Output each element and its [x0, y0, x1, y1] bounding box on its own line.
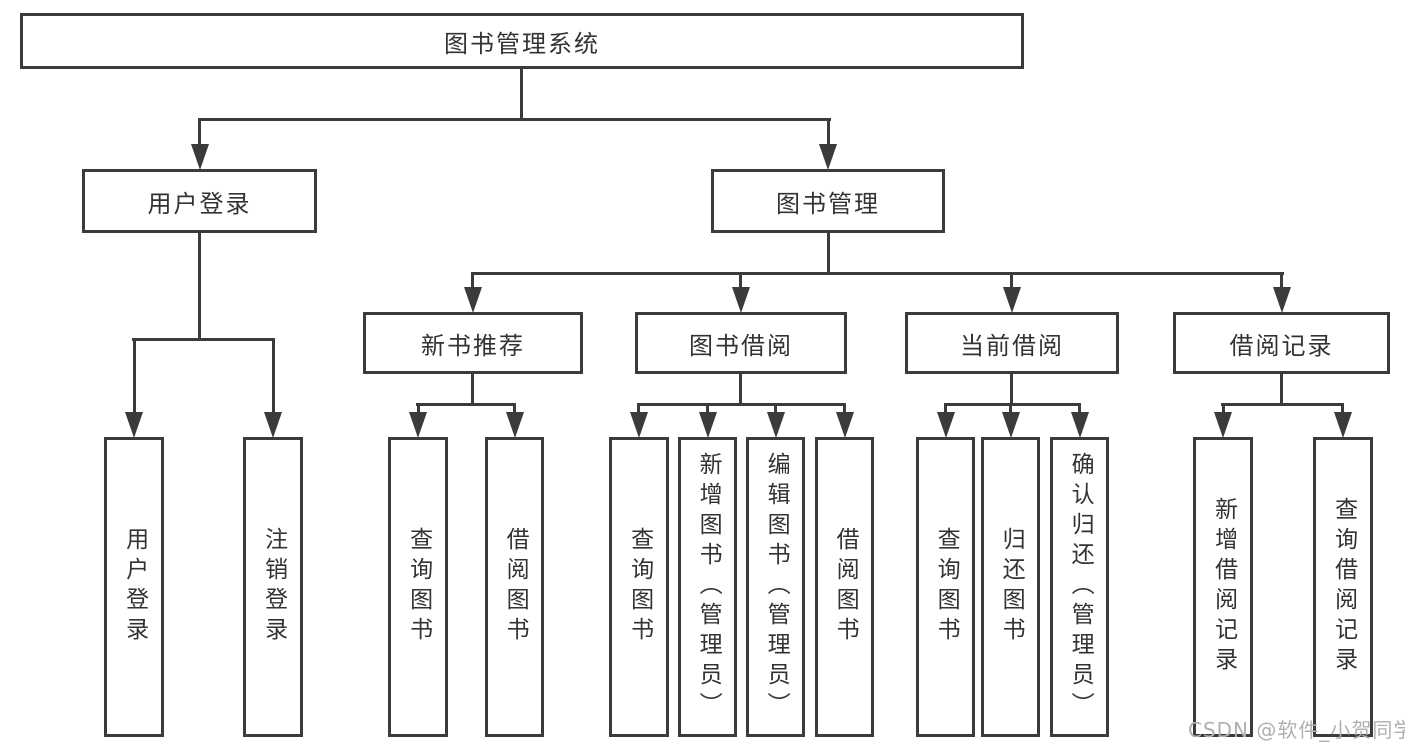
arrow-down-icon	[125, 412, 143, 438]
arrow-down-icon	[835, 412, 854, 438]
node-label: 查询图书	[933, 527, 960, 647]
arrow-down-icon	[1002, 287, 1021, 313]
node-label: 确认归还（管理员）	[1067, 452, 1094, 722]
arrow-down-icon	[1070, 412, 1089, 438]
connector-line	[637, 403, 846, 406]
node-cb-query-books: 查询图书	[916, 437, 975, 737]
connector-line	[706, 405, 709, 413]
node-borrowing-records: 借阅记录	[1173, 312, 1390, 374]
connector-line	[198, 120, 201, 144]
node-bb-edit-books-admin: 编辑图书（管理员）	[746, 437, 805, 737]
node-bb-query-books: 查询图书	[609, 437, 669, 737]
node-label: 注销登录	[260, 527, 287, 647]
connector-line	[944, 405, 947, 413]
node-system-root: 图书管理系统	[20, 13, 1024, 69]
connector-line	[1221, 403, 1344, 406]
connector-line	[1009, 405, 1012, 413]
node-label: 用户登录	[121, 527, 148, 647]
connector-line	[739, 274, 742, 287]
node-label: 当前借阅	[960, 331, 1064, 360]
watermark: CSDN @软件_小贺同学	[1188, 718, 1405, 742]
arrow-down-icon	[766, 412, 785, 438]
arrow-down-icon	[1334, 412, 1352, 438]
connector-line	[1010, 274, 1013, 287]
node-cb-return-books: 归还图书	[981, 437, 1040, 737]
connector-line	[471, 372, 474, 405]
node-logout: 注销登录	[243, 437, 303, 737]
arrow-down-icon	[698, 412, 717, 438]
connector-line	[774, 405, 777, 413]
node-label: 查询图书	[626, 527, 653, 647]
node-book-borrowing: 图书借阅	[635, 312, 847, 374]
node-label: 图书管理	[776, 189, 880, 218]
node-label: 用户登录	[147, 189, 252, 218]
node-label: 新书推荐	[421, 331, 525, 360]
connector-line	[471, 274, 474, 287]
arrow-down-icon	[819, 144, 837, 170]
connector-line	[133, 340, 136, 412]
connector-line	[198, 231, 201, 340]
arrow-down-icon	[264, 412, 282, 438]
node-label: 归还图书	[998, 527, 1025, 647]
arrow-down-icon	[630, 412, 648, 438]
connector-line	[1078, 405, 1081, 413]
arrow-down-icon	[731, 287, 750, 313]
node-cb-confirm-return-admin: 确认归还（管理员）	[1050, 437, 1109, 737]
connector-line	[272, 340, 275, 412]
node-label: 图书管理系统	[444, 29, 600, 58]
arrow-down-icon	[936, 412, 955, 438]
connector-line	[471, 272, 1284, 275]
node-nbr-query-books: 查询图书	[388, 437, 448, 737]
node-label: 借阅记录	[1229, 331, 1334, 360]
connector-line	[843, 405, 846, 413]
node-label: 新增图书（管理员）	[695, 452, 722, 722]
node-nbr-borrow-books: 借阅图书	[485, 437, 544, 737]
node-user-login-branch: 用户登录	[82, 169, 317, 233]
connector-line	[827, 231, 830, 274]
connector-line	[1280, 372, 1283, 405]
connector-line	[944, 403, 1081, 406]
connector-line	[637, 405, 640, 413]
node-bb-borrow-books: 借阅图书	[815, 437, 874, 737]
arrow-down-icon	[505, 412, 524, 438]
arrow-down-icon	[463, 287, 482, 313]
connector-line	[1280, 274, 1283, 287]
connector-line	[520, 67, 523, 120]
node-label: 编辑图书（管理员）	[763, 452, 790, 722]
connector-line	[417, 405, 420, 413]
connector-line	[827, 120, 830, 144]
node-new-book-recommend: 新书推荐	[363, 312, 583, 374]
connector-line	[416, 403, 516, 406]
connector-line	[1010, 372, 1013, 405]
connector-line	[513, 405, 516, 413]
arrow-down-icon	[1214, 412, 1232, 438]
arrow-down-icon	[409, 412, 427, 438]
connector-line	[132, 338, 275, 341]
arrow-down-icon	[190, 144, 209, 170]
node-br-add-record: 新增借阅记录	[1193, 437, 1253, 737]
arrow-down-icon	[1001, 412, 1020, 438]
node-label: 借阅图书	[832, 527, 859, 647]
node-br-query-record: 查询借阅记录	[1313, 437, 1373, 737]
node-current-borrowing: 当前借阅	[905, 312, 1119, 374]
node-login: 用户登录	[104, 437, 164, 737]
connector-line	[198, 118, 831, 121]
node-label: 图书借阅	[689, 331, 793, 360]
node-bb-add-books-admin: 新增图书（管理员）	[678, 437, 737, 737]
connector-line	[739, 372, 742, 405]
node-label: 查询图书	[405, 527, 432, 647]
connector-line	[1341, 405, 1344, 413]
node-book-management-branch: 图书管理	[711, 169, 945, 233]
node-label: 新增借阅记录	[1210, 497, 1237, 677]
arrow-down-icon	[1272, 287, 1291, 313]
connector-line	[1222, 405, 1225, 413]
node-label: 借阅图书	[502, 527, 529, 647]
node-label: 查询借阅记录	[1330, 497, 1357, 677]
